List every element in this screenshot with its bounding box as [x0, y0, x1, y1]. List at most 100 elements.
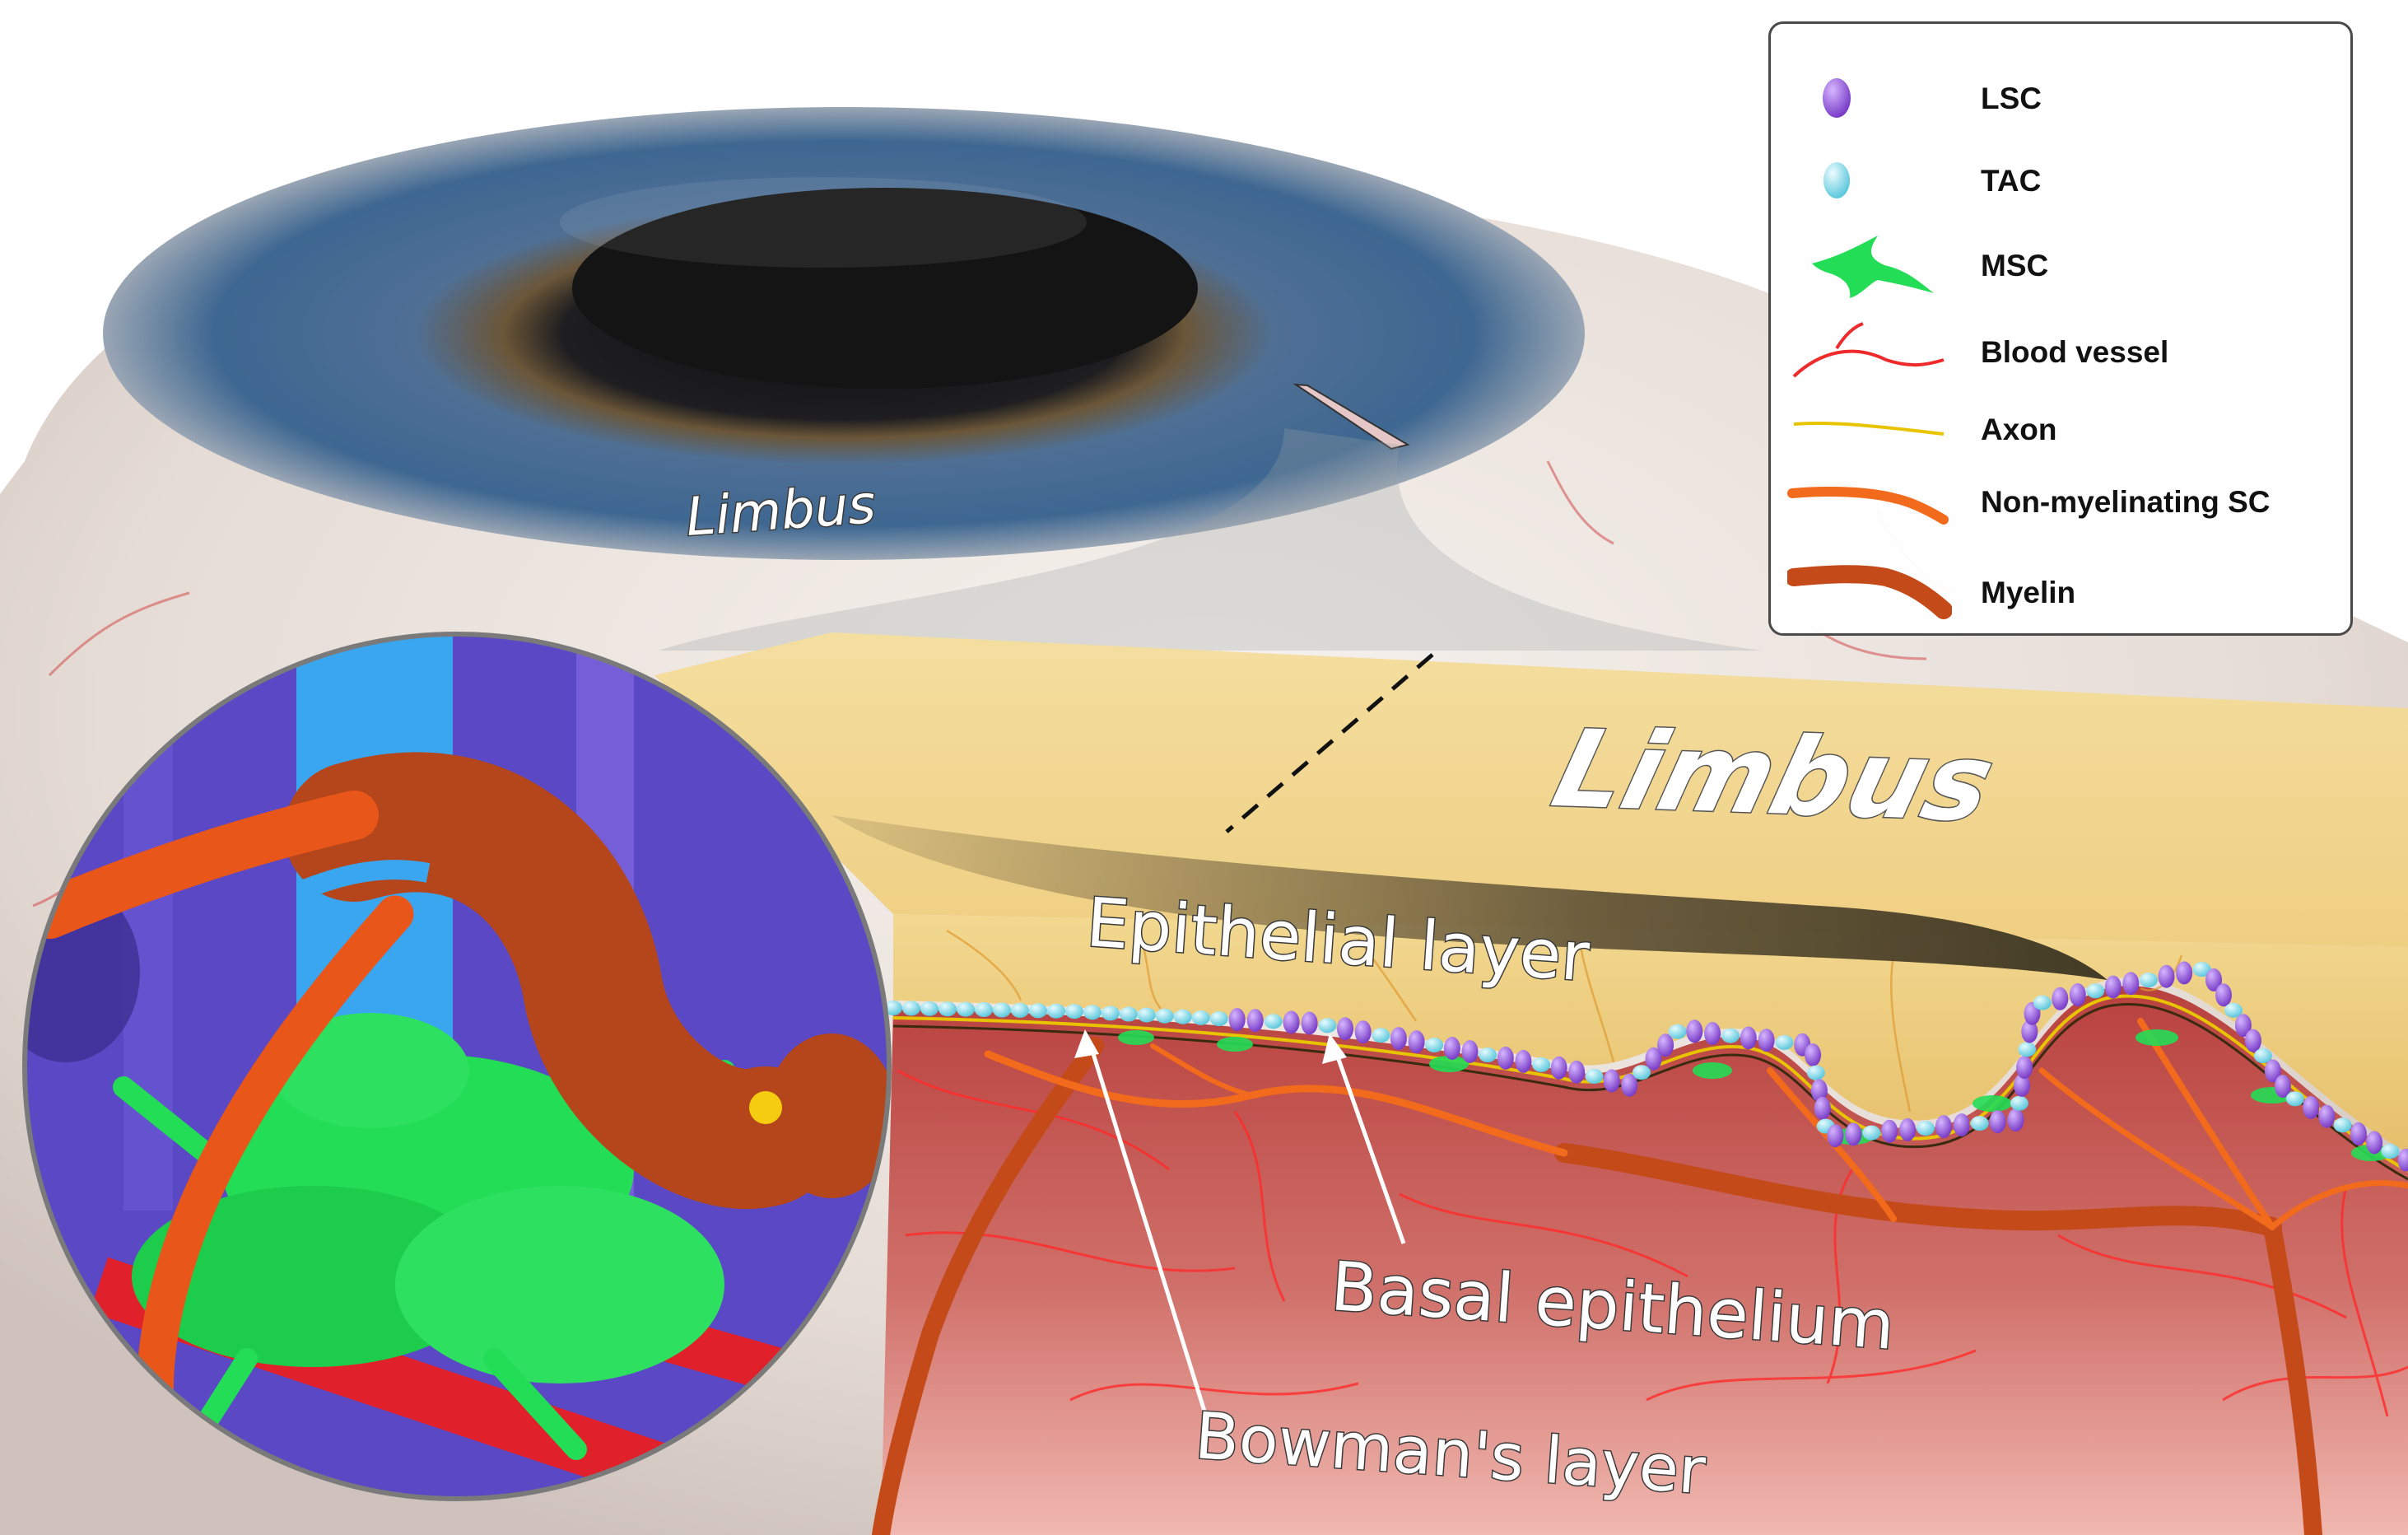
tac-cell [957, 1001, 975, 1017]
epithelial-layer-band [831, 815, 2108, 980]
lsc-cell [1390, 1027, 1407, 1051]
lsc-cell [1461, 1040, 1479, 1063]
lsc-cell [1845, 1122, 1862, 1146]
lsc-cell [1814, 1096, 1831, 1120]
lsc-cell [2176, 961, 2193, 985]
tac-cell-icon [1823, 162, 1850, 198]
tac-cell [2333, 1117, 2352, 1133]
lsc-cell [1645, 1047, 1662, 1071]
limbus-selection-box [1292, 383, 1410, 450]
lsc-cell [1881, 1119, 1898, 1143]
tac-cell [2086, 983, 2105, 999]
lsc-cell [1953, 1113, 1970, 1137]
lsc-cell [1758, 1029, 1775, 1052]
tac-cell [993, 1002, 1011, 1018]
tac-cell [1633, 1065, 1651, 1080]
legend-label: Myelin [1981, 576, 2076, 609]
legend-label: LSC [1981, 82, 2042, 115]
tac-cell [939, 1001, 957, 1017]
lsc-cell [1568, 1060, 1586, 1084]
tac-cell [1155, 1008, 1174, 1024]
lsc-cell [1621, 1073, 1638, 1097]
lsc-cell [1827, 1124, 1844, 1148]
lsc-cell [1704, 1022, 1721, 1045]
tac-cell [2018, 1042, 2037, 1057]
lsc-cell [1283, 1010, 1300, 1034]
tac-cell [1119, 1006, 1138, 1022]
tac-cell [2381, 1144, 2400, 1159]
lsc-cell [2303, 1095, 2320, 1119]
myelin-icon [1787, 565, 1952, 619]
lsc-cell [2397, 1148, 2408, 1172]
lsc-cell [2366, 1131, 2383, 1155]
non-myelinating-sc-icon [1787, 487, 1949, 525]
tac-cell [1029, 1003, 1047, 1019]
tac-cell [1011, 1002, 1029, 1018]
tac-cell [1264, 1014, 1283, 1029]
tac-cell [1668, 1024, 1687, 1039]
legend-label: Blood vessel [1981, 335, 2169, 369]
tac-cell [1721, 1028, 1740, 1043]
lsc-cell [2069, 983, 2086, 1006]
legend-label: Non-myelinating SC [1981, 485, 2271, 519]
tac-cell [1065, 1004, 1083, 1019]
lsc-cell [1246, 1009, 1264, 1033]
tac-cell [2224, 1002, 2243, 1018]
tac-cell [1806, 1065, 1825, 1080]
lsc-cell [1497, 1046, 1514, 1070]
lsc-cell [2244, 1029, 2261, 1052]
lsc-cell [2021, 1019, 2038, 1043]
tac-cell [1425, 1038, 1444, 1053]
lsc-cell [1740, 1026, 1757, 1050]
limbus-block-label: Limbus [1542, 707, 2005, 846]
lsc-cell [2274, 1075, 2291, 1098]
axon-icon [1793, 421, 1945, 436]
lsc-cell [2215, 983, 2232, 1007]
lsc-cell [1805, 1043, 1821, 1066]
lsc-cell [1550, 1056, 1567, 1080]
pointer-arrows [1074, 1029, 1406, 1417]
lsc-cell-icon [1823, 78, 1851, 118]
tac-cell [1917, 1121, 1935, 1136]
lsc-cell [2318, 1104, 2336, 1128]
legend-item-lsc: LSC [1771, 65, 2350, 131]
tac-cell [1862, 1125, 1881, 1141]
legend-label: MSC [1981, 249, 2049, 282]
tac-cell [902, 1001, 920, 1016]
lsc-cell [2104, 975, 2122, 999]
msc-cell-icon [1812, 236, 1934, 298]
lsc-cell [2350, 1122, 2367, 1145]
zoom-dashed-line [1225, 653, 1434, 833]
lsc-cell [1657, 1033, 1674, 1057]
axon-line-upper [892, 994, 2408, 1173]
legend-item-blood-vessel: Blood vessel [1771, 319, 2350, 385]
lsc-cell [1228, 1008, 1246, 1032]
lsc-cell [1337, 1017, 1353, 1041]
tac-cell [1209, 1011, 1228, 1026]
inset-circle-border [22, 632, 892, 1501]
tac-cell [2139, 973, 2158, 987]
basal-cell-row [884, 961, 2408, 1172]
lsc-cell [2234, 1014, 2252, 1038]
blood-vessel-icon [1792, 322, 1945, 378]
lsc-cell [1301, 1011, 1318, 1035]
zoom-cone [659, 428, 1762, 651]
tac-cell [1479, 1047, 1497, 1062]
tac-cell [2253, 1048, 2272, 1064]
lsc-cell [2014, 1073, 2030, 1097]
legend: LSC TAC MSC Blood vessel Axon Non-myelin… [1768, 21, 2353, 636]
lsc-cell [1899, 1117, 1917, 1141]
lsc-cell [1935, 1115, 1952, 1139]
tac-cell [1083, 1005, 1102, 1020]
lsc-cell [1603, 1069, 1620, 1093]
stroma-nerves [872, 1018, 2408, 1535]
legend-label: Axon [1981, 413, 2057, 446]
stroma-front-face [881, 986, 2408, 1535]
legend-item-msc: MSC [1771, 232, 2350, 298]
lsc-cell [2007, 1108, 2024, 1132]
lsc-cell [1515, 1049, 1532, 1073]
tac-cell [2285, 1091, 2304, 1107]
tac-cell [1173, 1009, 1192, 1024]
lsc-cell [1810, 1079, 1828, 1103]
lsc-cell [2122, 972, 2140, 996]
